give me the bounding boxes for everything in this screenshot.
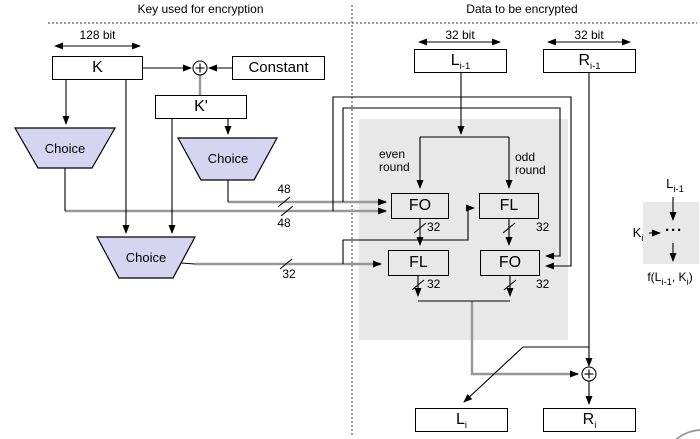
even-round-line2: round [379, 160, 410, 174]
choice3-shape [95, 236, 197, 279]
legend-ellipsis: ··· [665, 222, 683, 239]
slash-fo-odd-out [503, 279, 517, 291]
legend-key-base: K [632, 225, 642, 240]
r-input-box: Ri-1 [543, 49, 636, 73]
odd-round-line1: odd [515, 150, 536, 164]
odd-round-label: odd round [515, 151, 559, 177]
r-input-label: R [578, 52, 590, 69]
legend-output-label: f(Li-1, Ki) [634, 271, 700, 289]
even-round-line1: even [379, 147, 406, 161]
even-round-label: even round [379, 148, 423, 174]
choice1-shape [13, 127, 117, 169]
width-fl-even-label: 32 [427, 277, 441, 291]
fl-even-label: FL [409, 254, 428, 271]
odd-round-line2: round [515, 163, 546, 177]
l-output-label: L [455, 411, 465, 428]
slash-32-bus [279, 258, 293, 270]
bus48-upper-label: 48 [277, 182, 291, 196]
bus48-loop-outer [332, 96, 572, 270]
slash-fl-even-out [411, 279, 425, 291]
decorative-arc [675, 429, 700, 439]
slash-48-upper [277, 196, 291, 208]
legend-output-post: ) [688, 270, 693, 284]
l-output-box: Li [415, 408, 508, 432]
choice-trapezoids [13, 127, 279, 279]
bus32-label: 32 [282, 267, 296, 281]
choice3-out-stub [180, 262, 196, 265]
constant-box-label: Constant [248, 59, 309, 76]
r-output-subscript: i [594, 420, 597, 431]
kprime-box-label: K' [194, 98, 208, 115]
bus-width-slashes [277, 196, 517, 291]
legend-input-base: L [666, 176, 674, 191]
constant-box: Constant [232, 56, 325, 80]
legend-input-subscript: i-1 [673, 184, 684, 195]
width-fo-even-label: 32 [427, 220, 441, 234]
kprime-box: K' [155, 95, 247, 119]
width-fl-odd-label: 32 [536, 220, 550, 234]
signal-wires [54, 38, 677, 405]
l-input-subscript: i-1 [459, 61, 471, 72]
l-input-label: L [450, 52, 460, 69]
choice3-label: Choice [125, 250, 167, 265]
r-output-box: Ri [543, 408, 636, 432]
legend-input-label: Li-1 [652, 177, 698, 196]
legend-output-sub2: i [686, 277, 689, 288]
round-function-panel [359, 119, 568, 340]
round-output-wire [470, 301, 579, 378]
legend-key-subscript: i [641, 233, 644, 244]
choice1-label: Choice [44, 141, 86, 156]
l-output-subscript: i [464, 420, 468, 431]
l-bit-width-label: 32 bit [445, 28, 475, 42]
key-box: K [52, 56, 143, 80]
fo-even-box: FO [391, 193, 449, 219]
legend-output-sub1: i-1 [661, 277, 672, 288]
choice2-shape [176, 137, 279, 181]
xor-nodes [192, 60, 597, 382]
fo-even-label: FO [408, 197, 432, 214]
legend-output-mid: , K [671, 270, 687, 284]
r-output-label: R [582, 411, 595, 428]
choice2-label: Choice [207, 151, 249, 166]
l-input-box: Li-1 [414, 49, 507, 73]
legend-key-label: Ki [627, 226, 649, 245]
r-input-subscript: i-1 [590, 61, 601, 72]
key-bit-width-label: 128 bit [79, 28, 116, 42]
right-section-title: Data to be encrypted [466, 2, 578, 16]
legend-output-pre: f(L [647, 270, 662, 284]
slash-fl-odd-out [502, 222, 516, 234]
width-fo-odd-label: 32 [536, 277, 550, 291]
fo-odd-box: FO [480, 250, 540, 276]
section-separators [48, 5, 697, 437]
bus48-lower-label: 48 [277, 216, 291, 230]
fo-odd-label: FO [498, 254, 522, 271]
bus48-loop-inner [342, 107, 561, 260]
slash-48-lower [280, 205, 294, 217]
slash-fo-even-out [413, 222, 427, 234]
swap-to-l-out [463, 346, 589, 403]
left-section-title: Key used for encryption [137, 2, 264, 16]
fl-odd-box: FL [479, 193, 539, 219]
bus32-to-fl-odd [342, 204, 475, 264]
r-bit-width-label: 32 bit [574, 28, 604, 42]
key-box-label: K [92, 59, 103, 76]
fl-odd-label: FL [499, 197, 519, 214]
fl-even-box: FL [388, 250, 449, 276]
